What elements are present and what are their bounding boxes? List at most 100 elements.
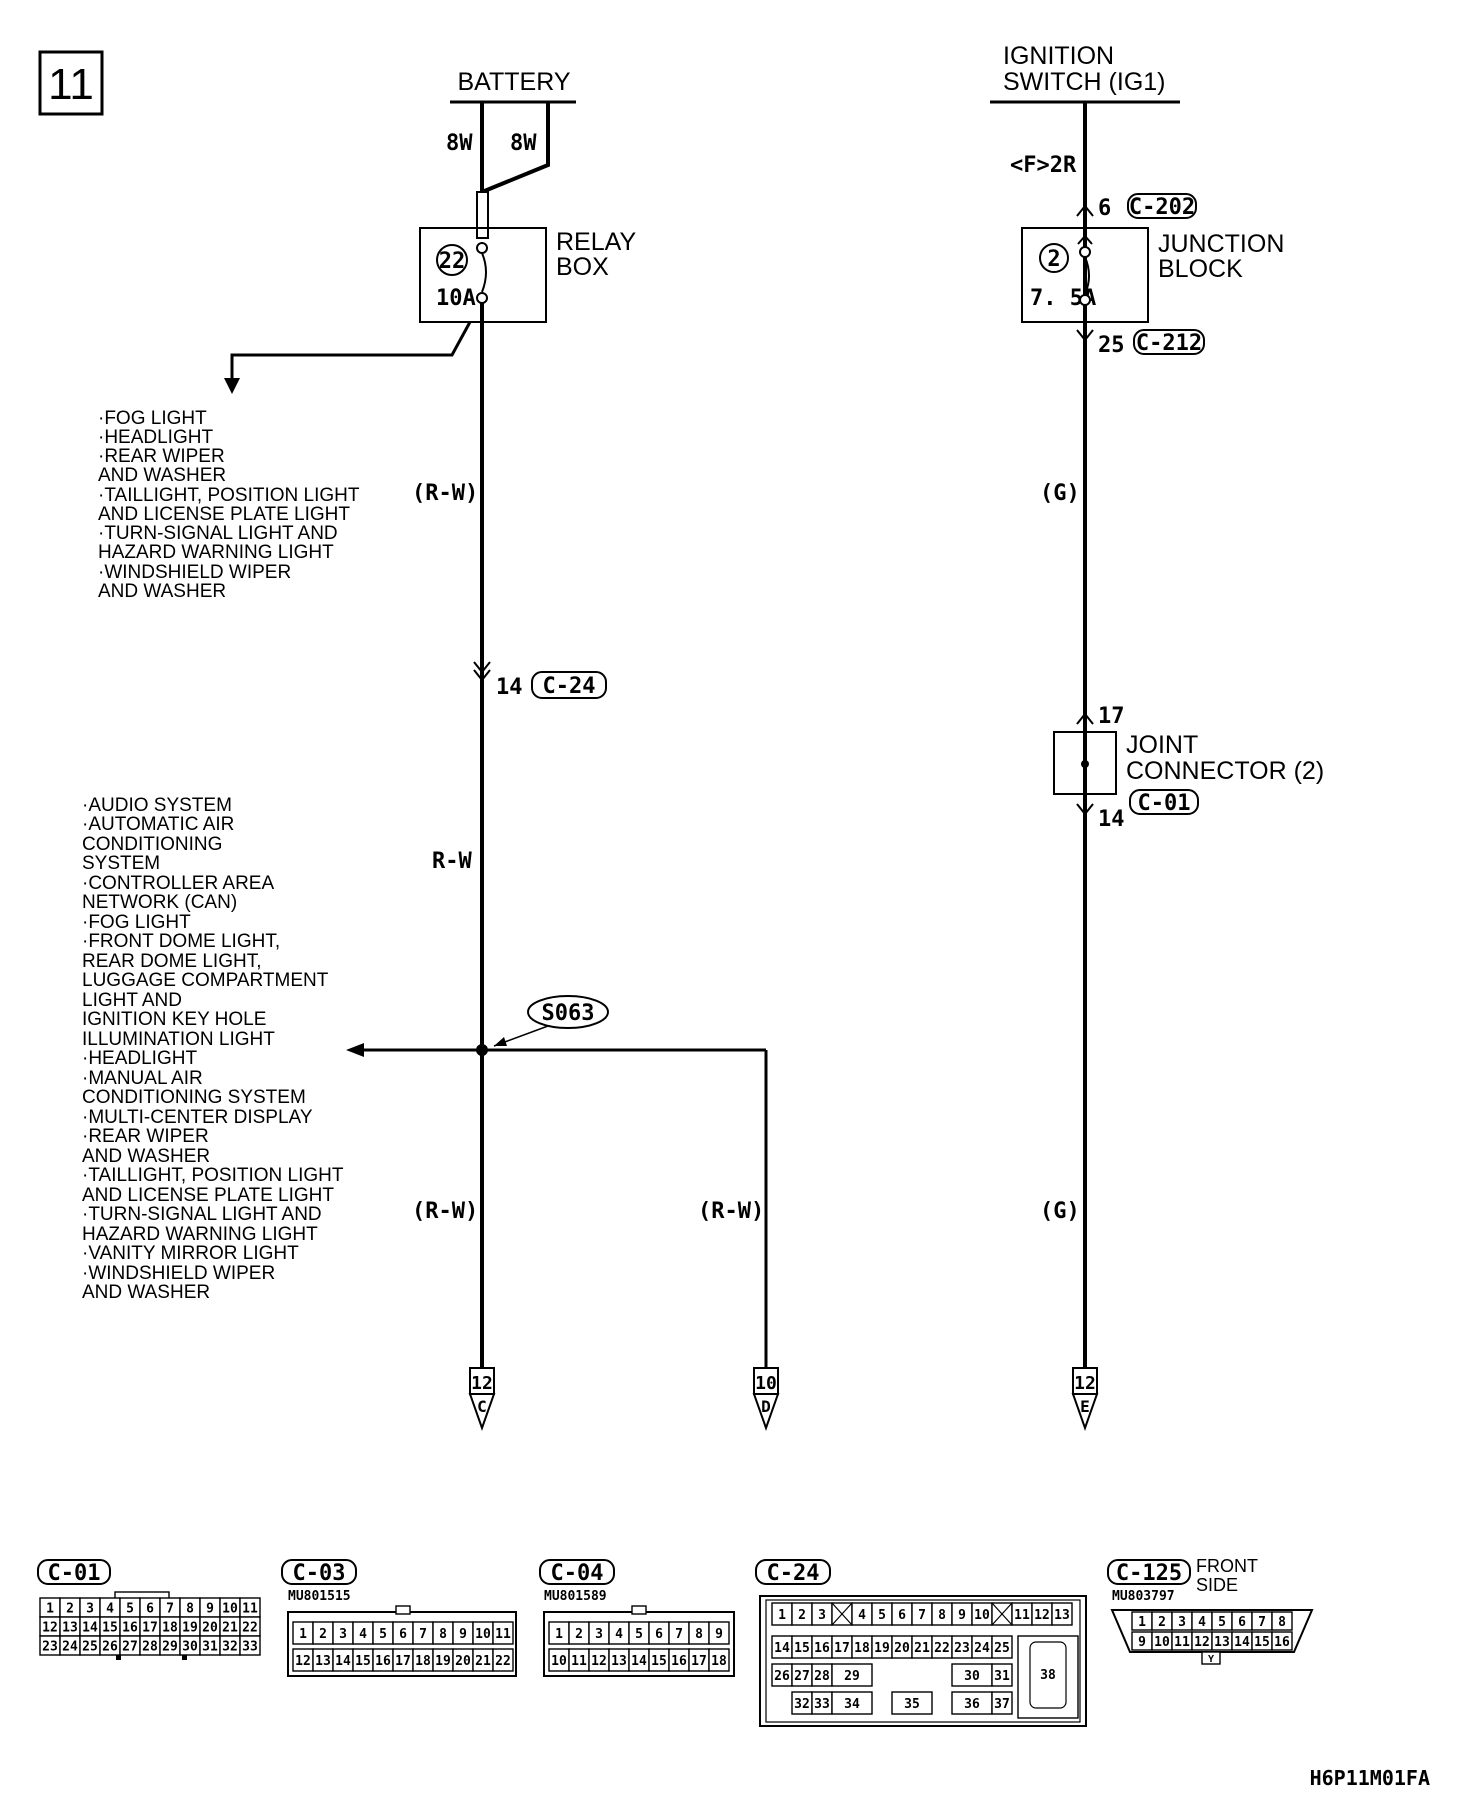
ignition-label-2: SWITCH (IG1)	[1003, 68, 1166, 96]
splice-branch-item: ILLUMINATION LIGHT	[82, 1029, 275, 1050]
connector-chevron-icon	[1076, 329, 1094, 342]
connector-pin-label: 6	[146, 1602, 154, 1617]
connector-pin-label: 25	[82, 1640, 98, 1655]
connector-pin-label: 5	[635, 1627, 643, 1642]
c03-tag	[281, 1559, 357, 1585]
fuse-icon	[1084, 256, 1090, 295]
connector-pin-cell	[708, 1621, 730, 1645]
connector-pin-cell	[831, 1691, 873, 1715]
c04-tag	[539, 1559, 615, 1585]
connector-pin-label: 5	[126, 1602, 134, 1617]
connector-pin-label: 15	[1254, 1635, 1270, 1650]
connector-pin-label: 15	[102, 1621, 118, 1636]
fusible-link	[476, 191, 489, 239]
connector-pin-label: 12	[42, 1621, 58, 1636]
relay-branch-item: ·FOG LIGHT	[98, 408, 207, 429]
splice-branch-item: ·VANITY MIRROR LIGHT	[82, 1243, 299, 1264]
connector-pin-label: 38	[1040, 1668, 1056, 1683]
c24-connector-tag	[531, 671, 607, 699]
relay-box: 22 10A RELAY BOX	[419, 227, 636, 323]
connector-big-pin-inner	[1029, 1641, 1067, 1709]
connector-pin-label: 4	[106, 1602, 114, 1617]
wire-color-rw-upper: (R-W)	[412, 481, 478, 506]
connector-pin-label: 29	[162, 1640, 178, 1655]
connector-pin-label: 3	[818, 1608, 826, 1623]
splice-branch-item: AND WASHER	[82, 1282, 210, 1303]
connector-pin-cell	[991, 1635, 1013, 1659]
connector-pin-label: 23	[42, 1640, 58, 1655]
connector-pin-label: 18	[162, 1621, 178, 1636]
connector-pin-label: 33	[814, 1697, 830, 1712]
relay-branch-item: ·TURN-SIGNAL LIGHT AND	[98, 523, 338, 544]
connector-pin-label: 6	[1238, 1615, 1246, 1630]
connector-pin-label: 10	[974, 1608, 990, 1623]
relay-branch-item: ·REAR WIPER	[98, 446, 225, 467]
connector-pin-label: 5	[1218, 1615, 1226, 1630]
connector-pin-label: 9	[715, 1627, 723, 1642]
connector-pin-label: 32	[222, 1640, 238, 1655]
connector-pin-label: 29	[844, 1669, 860, 1684]
connector-latch	[395, 1605, 411, 1615]
connector-pin-label: 21	[914, 1641, 930, 1656]
connector-pin-label: 22	[495, 1654, 511, 1669]
connector-pin-label: 19	[182, 1621, 198, 1636]
connector-pin-label: 4	[615, 1627, 623, 1642]
connector-pin-label: 5	[878, 1608, 886, 1623]
off-page-connector-c[interactable]: 12 C	[468, 1367, 496, 1432]
ignition-label-1: IGNITION	[1003, 42, 1114, 70]
connector-pin-label: 17	[142, 1621, 158, 1636]
connector-pin-label: 4	[359, 1627, 367, 1642]
splice-branch-item: LIGHT AND	[82, 990, 182, 1011]
splice-name: S063	[542, 1001, 595, 1026]
battery-wire-size-right: 8W	[510, 131, 537, 156]
connector-pin-label: 13	[315, 1654, 331, 1669]
c125-tag	[1107, 1559, 1191, 1585]
connector-pin-label: 4	[1198, 1615, 1206, 1630]
connector-pin-label: 16	[122, 1621, 138, 1636]
connector-pin-label: 24	[62, 1640, 78, 1655]
connector-pin-label: 4	[858, 1608, 866, 1623]
relay-branch-list: ·FOG LIGHT ·HEADLIGHT ·REAR WIPER AND WA…	[98, 408, 360, 602]
connector-pin-label: 7	[419, 1627, 427, 1642]
off-page-connector-e[interactable]: 12 E	[1071, 1367, 1099, 1432]
jc-out-pin: 14	[1098, 807, 1125, 832]
connector-pin-label: 32	[794, 1697, 810, 1712]
connector-pin-label: 17	[834, 1641, 850, 1656]
connector-pin-label: 6	[399, 1627, 407, 1642]
off-page-letter: E	[1080, 1397, 1090, 1416]
connector-pin-label: 14	[1234, 1635, 1250, 1650]
connector-pin-label: 10	[1154, 1635, 1170, 1650]
splice-branch-item: ·TAILLIGHT, POSITION LIGHT	[82, 1165, 344, 1186]
off-page-number: 12	[471, 1373, 493, 1394]
connector-pin-label: 15	[651, 1654, 667, 1669]
connector-pin-label: 11	[242, 1602, 258, 1617]
jc-label-2: CONNECTOR (2)	[1126, 757, 1324, 785]
splice-branch-item: ·CONTROLLER AREA	[82, 873, 274, 894]
connector-pin-label: 24	[974, 1641, 990, 1656]
c24-connector-name: C-24	[543, 674, 596, 699]
connector-pin-label: 31	[202, 1640, 218, 1655]
relay-branch-item: HAZARD WARNING LIGHT	[98, 542, 334, 563]
jc-connector-tag	[1129, 789, 1199, 815]
page-number-box: 11	[38, 50, 104, 116]
jb-label-2: BLOCK	[1158, 255, 1243, 283]
connector-pin-label: 14	[82, 1621, 98, 1636]
connector-housing	[1110, 1609, 1314, 1653]
connector-pin-label: 11	[1174, 1635, 1190, 1650]
connector-pin-label: 21	[475, 1654, 491, 1669]
connector-pin-label: 2	[319, 1627, 327, 1642]
connector-pin-label: 13	[1214, 1635, 1230, 1650]
connector-pin-label: 16	[671, 1654, 687, 1669]
c125-front-side-2: SIDE	[1196, 1575, 1238, 1595]
connector-pin-label: 18	[415, 1654, 431, 1669]
splice-branch-item: ·MULTI-CENTER DISPLAY	[82, 1107, 313, 1128]
connector-pin-label: 1	[46, 1602, 54, 1617]
splice-branch-item: SYSTEM	[82, 853, 160, 874]
wire-color-rw-lower-right: (R-W)	[698, 1199, 764, 1224]
off-page-connector-d[interactable]: 10 D	[752, 1367, 780, 1432]
off-page-number: 12	[1074, 1373, 1096, 1394]
connector-chevron-icon	[1076, 204, 1094, 217]
connector-pin-label: 20	[202, 1621, 218, 1636]
